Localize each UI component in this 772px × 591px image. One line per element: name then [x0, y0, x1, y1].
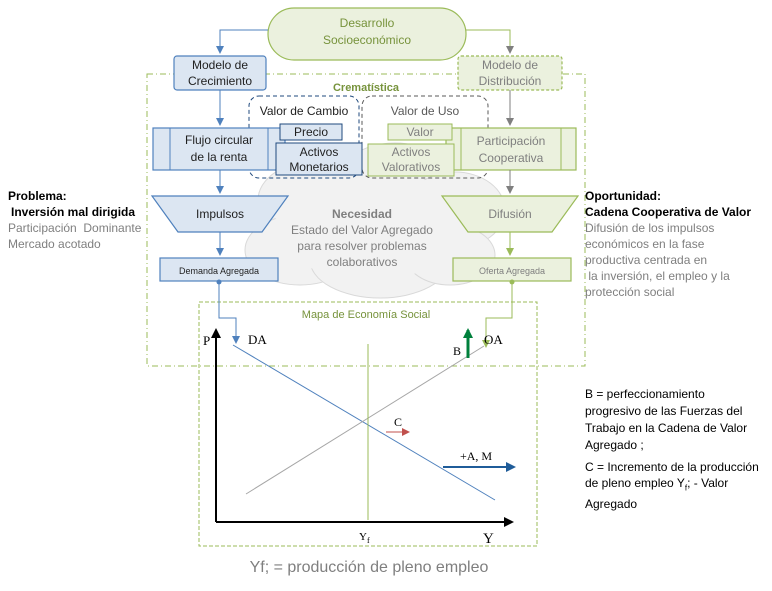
necesidad-line1: Estado del Valor Agregado — [291, 223, 433, 237]
note-b-line: B = perfeccionamiento — [585, 387, 705, 401]
valor-cambio-title: Valor de Cambio — [260, 104, 349, 118]
graph-y-label: Y — [483, 531, 494, 547]
oportunidad-line: la inversión, el empleo y la — [585, 269, 730, 283]
oferta-agregada-label: Oferta Agregada — [479, 266, 545, 276]
impulsos-label: Impulsos — [196, 207, 244, 221]
oportunidad-line: Difusión de los impulsos — [585, 221, 715, 235]
desarrollo-label-line1: Desarrollo — [340, 16, 395, 30]
note-c-line: de pleno empleo Yf; - Valor — [585, 476, 729, 493]
oportunidad-title: Oportunidad: — [585, 189, 661, 203]
b-label: B — [453, 344, 461, 358]
modelo-distribucion-box — [457, 55, 563, 91]
da-label: DA — [248, 332, 267, 347]
desarrollo-label-line2: Socioeconómico — [323, 33, 411, 47]
oportunidad-line: productiva centrada en — [585, 253, 708, 267]
activos-valorativos-box — [367, 143, 455, 177]
oportunidad-panel: Oportunidad: Cadena Cooperativa de Valor… — [585, 188, 770, 300]
participacion-line1: Participación — [477, 134, 546, 148]
note-b-line: progresivo de las Fuerzas del — [585, 404, 743, 418]
precio-box — [279, 123, 343, 141]
connector-oferta — [482, 282, 513, 348]
precio-label: Precio — [294, 125, 328, 139]
crematistica-region — [146, 73, 586, 367]
difusion-label: Difusión — [488, 207, 531, 221]
flujo-circular-line2: de la renta — [191, 150, 248, 164]
oportunidad-line: económicos en la fase — [585, 237, 705, 251]
connector-demanda — [218, 282, 240, 344]
arrow-top-right — [466, 29, 514, 54]
note-b-line: Trabajo en la Cadena de Valor — [585, 421, 748, 435]
arrow-top-left — [216, 29, 268, 54]
valor-uso-title: Valor de Uso — [391, 104, 460, 118]
activos-valorativos-line2: Valorativos — [382, 160, 440, 174]
impulsos-trapezoid — [150, 195, 290, 233]
modelo-distribucion-line2: Distribución — [479, 74, 542, 88]
oportunidad-subtitle: Cadena Cooperativa de Valor — [585, 205, 752, 219]
activos-monetarios-line1: Activos — [300, 145, 339, 159]
problema-title: Problema: — [8, 189, 67, 203]
valor-uso-group — [361, 95, 489, 179]
necesidad-line2: para resolver problemas — [297, 239, 426, 253]
activos-monetarios-box — [275, 142, 363, 176]
activos-monetarios-line2: Monetarios — [289, 160, 348, 174]
oportunidad-line: protección social — [585, 285, 675, 299]
note-c-line: C = Incremento de la producción — [585, 460, 759, 474]
note-b: B = perfeccionamiento progresivo de las … — [585, 386, 770, 454]
activos-valorativos-line1: Activos — [392, 145, 431, 159]
note-c-line: Agregado — [585, 497, 638, 512]
c-label: C — [394, 415, 402, 429]
yf-label: Yf — [359, 531, 370, 545]
problema-subtitle: Inversión mal dirigida — [11, 205, 136, 219]
desarrollo-box — [267, 7, 467, 61]
caption: Yf; = producción de pleno empleo — [249, 559, 489, 576]
valor-cambio-group — [248, 95, 360, 179]
graph-p-label: P — [203, 333, 210, 348]
valor-label: Valor — [406, 125, 433, 139]
oa-curve — [245, 345, 485, 495]
mapa-label: Mapa de Economía Social — [302, 309, 430, 321]
modelo-crecimiento-line1: Modelo de — [192, 58, 248, 72]
note-b-line: Agregado ; — [585, 438, 644, 452]
note-c: C = Incremento de la producción de pleno… — [585, 459, 770, 512]
modelo-distribucion-line1: Modelo de — [482, 58, 538, 72]
am-label: +A, M — [460, 449, 492, 463]
mapa-economia-social-region — [198, 301, 538, 547]
problema-line1: Participación Dominante — [8, 221, 142, 235]
flujo-circular-line1: Flujo circular — [185, 133, 253, 147]
participacion-line2: Cooperativa — [479, 151, 544, 165]
flujo-circular-box — [152, 127, 286, 171]
necesidad-title: Necesidad — [332, 207, 392, 221]
modelo-crecimiento-line2: Crecimiento — [188, 74, 252, 88]
demanda-agregada-label: Demanda Agregada — [179, 266, 259, 276]
valor-box — [387, 123, 453, 141]
problema-line2: Mercado acotado — [8, 237, 101, 251]
difusion-trapezoid — [440, 195, 580, 233]
oa-label: OA — [484, 332, 503, 347]
necesidad-line3: colaborativos — [327, 255, 398, 269]
crematistica-label: Crematística — [333, 82, 400, 94]
da-curve — [232, 344, 496, 501]
problema-panel: Problema: Inversión mal dirigida Partici… — [8, 188, 158, 252]
